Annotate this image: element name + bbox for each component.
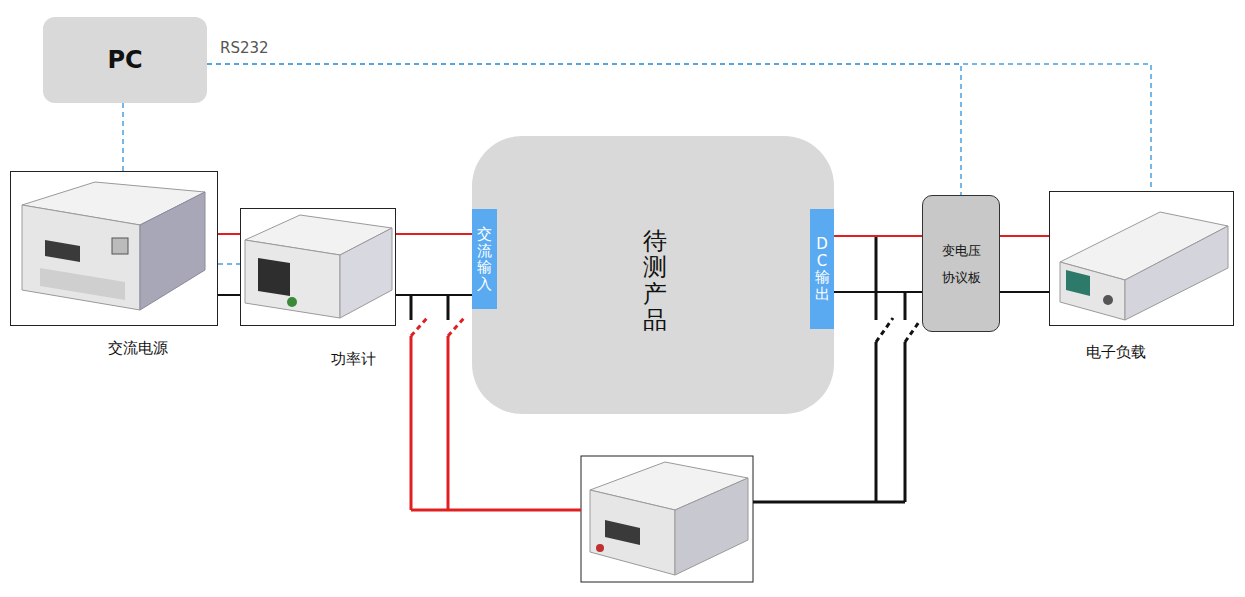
black-wire	[447, 295, 450, 320]
ac-input-band: 交流输入	[472, 209, 497, 309]
node-label: 变电压 协议板	[938, 237, 984, 291]
black-wire	[875, 236, 878, 320]
ac-source-illustration	[22, 182, 205, 310]
power-meter-illustration	[245, 215, 392, 318]
node-label: 交流输入	[477, 226, 492, 292]
device-terminal	[596, 544, 604, 552]
black-wire	[875, 342, 878, 502]
black-wire	[753, 501, 905, 504]
red-wire	[411, 509, 581, 512]
signal-wire	[218, 263, 240, 265]
node-label: DC输出	[815, 236, 830, 302]
node-label: PC	[107, 46, 142, 74]
device-front	[590, 490, 675, 575]
device-display	[1066, 270, 1090, 296]
electronic-load-device: 电子负载	[1049, 191, 1234, 326]
device-front	[22, 205, 140, 310]
device-front	[245, 240, 340, 318]
edge-label: RS232	[218, 39, 271, 57]
black-wire	[904, 342, 907, 502]
switch-symbol	[876, 318, 893, 342]
dc-output-band: DC输出	[810, 209, 834, 329]
power-meter-device: 功率计	[240, 208, 396, 326]
device-socket	[112, 238, 128, 254]
black-wire	[396, 294, 472, 296]
node-label: 电子负载	[1086, 343, 1146, 362]
power-wire	[218, 233, 240, 235]
device-display	[45, 240, 80, 262]
power-wire	[1000, 235, 1049, 237]
black-wire	[410, 295, 413, 320]
red-wire	[447, 336, 450, 510]
tester-illustration	[590, 462, 748, 575]
ac-source-device: 交流电源	[10, 171, 218, 326]
switch-symbol	[905, 322, 919, 342]
rs232-link	[122, 103, 124, 171]
tester-frame	[581, 456, 753, 582]
power-wire	[834, 235, 922, 237]
device-display	[258, 258, 290, 296]
device-knob	[287, 297, 297, 307]
node-label: 待测产品	[643, 228, 667, 334]
device-side	[340, 228, 392, 318]
red-wire	[410, 336, 413, 510]
dut-box: 待测产品 交流输入 DC输出	[472, 136, 834, 414]
switch-symbol	[411, 317, 428, 336]
device-side	[675, 478, 748, 575]
black-wire	[1000, 291, 1049, 293]
node-label: 功率计	[331, 350, 376, 369]
device-vent	[40, 268, 125, 300]
device-side	[1125, 226, 1228, 320]
switch-symbol	[448, 317, 465, 336]
device-knob	[1103, 295, 1113, 305]
pc-box: PC	[43, 17, 207, 103]
protocol-board: 变电压 协议板	[922, 195, 1000, 332]
node-label: 交流电源	[108, 339, 168, 358]
device-display	[605, 520, 640, 545]
black-wire	[904, 292, 907, 320]
power-wire	[396, 233, 472, 235]
black-wire	[218, 294, 240, 296]
device-side	[140, 192, 205, 310]
black-wire	[834, 291, 922, 293]
device-front	[1060, 262, 1125, 320]
electronic-load-illustration	[1060, 212, 1228, 320]
